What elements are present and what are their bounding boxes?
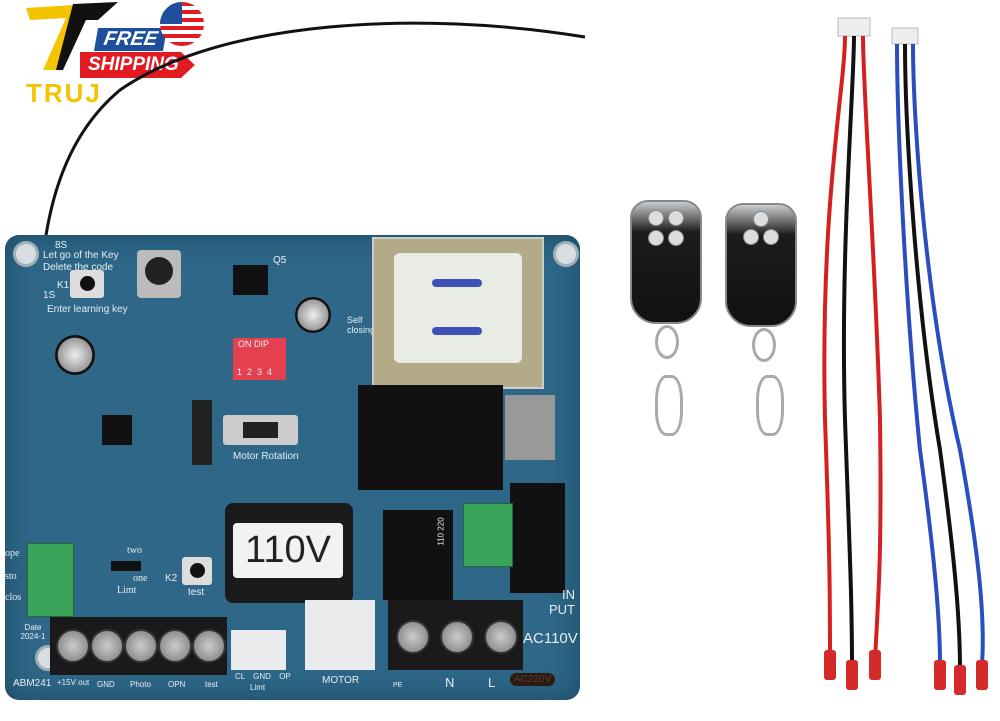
pin-header <box>192 400 212 465</box>
antenna-wire <box>36 21 586 331</box>
wire-black <box>841 35 856 671</box>
lobster-clasp <box>756 375 784 436</box>
potentiometer-knob[interactable] <box>137 250 181 298</box>
limit-connector-labels: CL GND OP <box>235 672 291 681</box>
logo-mark-icon <box>26 2 118 70</box>
limit-label: Limt <box>117 585 137 596</box>
low-voltage-terminal-block[interactable] <box>50 617 227 675</box>
test-button[interactable] <box>182 557 212 585</box>
heatsink <box>505 395 555 460</box>
label-8s: 8S <box>55 240 68 251</box>
us-flag-icon <box>160 2 204 46</box>
voltage-stamp: AC220V <box>510 673 556 686</box>
terminal-photo-label: Photo <box>130 680 151 689</box>
learn-key-button[interactable] <box>70 270 104 298</box>
power-terminal-block[interactable] <box>388 600 523 670</box>
n-label: N <box>445 675 455 690</box>
dip-title: ON DIP <box>238 339 270 349</box>
brand-name: TRUJ <box>26 78 102 108</box>
relay <box>358 385 503 490</box>
label-1s: 1S <box>43 290 56 301</box>
keyring <box>655 325 679 359</box>
test-label: test <box>188 587 205 598</box>
terminal-opn-label: OPN <box>168 680 186 689</box>
remote-control <box>725 203 797 327</box>
mount-hole <box>553 241 579 267</box>
motor-rotation-switch[interactable] <box>223 415 298 445</box>
motor-connector[interactable] <box>305 600 375 670</box>
relay <box>383 510 453 600</box>
terminal-close-label: clos <box>5 592 22 603</box>
label-delete: Delete the code <box>43 262 114 273</box>
relay <box>510 483 565 593</box>
wire-harnesses <box>822 17 988 695</box>
transformer <box>372 237 544 389</box>
label-k2: K2 <box>165 573 178 584</box>
input-label: IN PUT <box>549 587 575 617</box>
date-label: Date 2024-1 <box>20 623 46 641</box>
terminal-stop-label: sto <box>5 571 17 582</box>
shipping-badge: SHIPPING <box>80 52 195 78</box>
spade-terminals <box>824 650 988 695</box>
self-closing-label: Self closing <box>347 315 376 335</box>
capacitor <box>295 297 331 333</box>
capacitor <box>55 335 95 375</box>
wire-blue <box>895 43 942 666</box>
connector-plug <box>837 17 871 37</box>
control-board: 8S Let go of the Key Delete the code 1S … <box>5 235 580 700</box>
terminal-15v-label: +15V out <box>57 678 90 687</box>
limit-one-label: one <box>133 573 148 584</box>
dip-numbers: 1234 <box>237 367 278 377</box>
transformer-110v: 110V <box>225 503 353 603</box>
wire-red <box>822 35 847 661</box>
control-terminal-block[interactable] <box>27 543 74 617</box>
mount-hole <box>13 241 39 267</box>
terminal-gnd-label: GND <box>97 680 115 689</box>
pe-label: PE <box>393 682 403 689</box>
lobster-clasp <box>655 375 683 436</box>
l-label: L <box>488 675 496 690</box>
keyring <box>752 328 776 362</box>
voltage-label: AC110V <box>523 630 578 647</box>
remote-control <box>630 200 702 324</box>
label-enter: Enter learning key <box>47 304 128 315</box>
mosfet-q5 <box>233 265 268 295</box>
label-q5: Q5 <box>273 255 287 266</box>
model-label: ABM241 <box>13 678 52 689</box>
microcontroller-chip <box>102 415 132 445</box>
wire-black <box>903 43 962 671</box>
dip-switch[interactable]: ON DIP 1234 <box>233 338 286 380</box>
transformer-label: 110V <box>233 523 343 578</box>
motor-label: MOTOR <box>322 675 360 686</box>
limit-two-label: two <box>127 545 142 556</box>
brand-logo: TRUJ FREE SHIPPING <box>18 0 218 110</box>
terminal-test-label: test <box>205 680 218 689</box>
limit-connector[interactable] <box>231 630 286 670</box>
connector-plug <box>891 27 919 45</box>
label-let-go: Let go of the Key <box>43 250 119 261</box>
limit-jumper[interactable] <box>111 561 141 571</box>
wire-red <box>861 35 883 661</box>
input-select-terminal[interactable] <box>463 503 513 567</box>
terminal-open-label: ope <box>5 548 20 559</box>
wire-blue <box>911 43 985 666</box>
limit-connector-title: Limt <box>250 683 266 692</box>
label-k1: K1 <box>57 280 70 291</box>
motor-rotation-label: Motor Rotation <box>233 451 299 462</box>
relay-label: 110 220 <box>436 517 446 546</box>
